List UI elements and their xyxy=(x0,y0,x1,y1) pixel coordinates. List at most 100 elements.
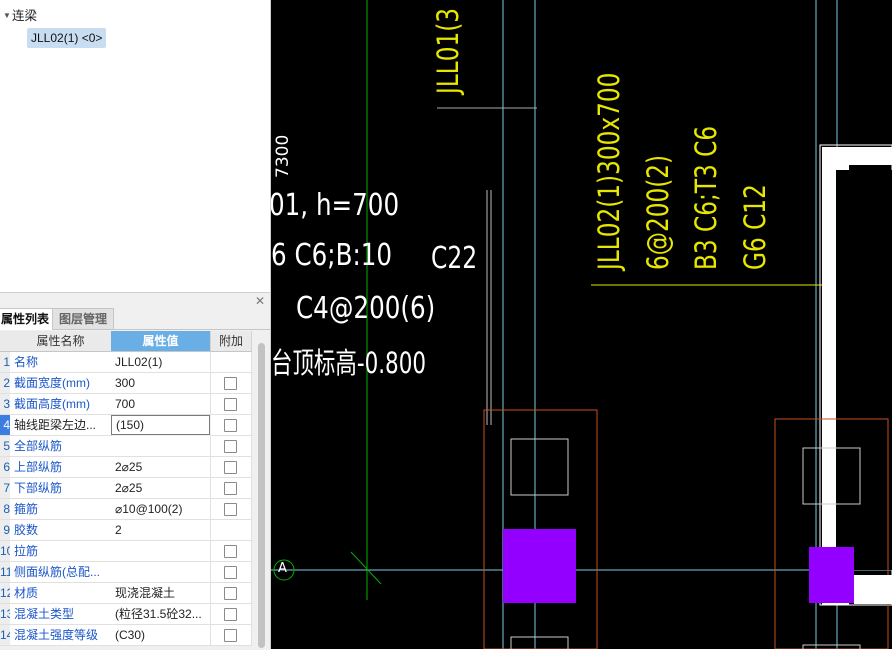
property-additional xyxy=(211,520,252,541)
property-name: 轴线距梁左边... xyxy=(10,415,112,436)
property-name: 箍筋 xyxy=(10,499,112,520)
property-value[interactable] xyxy=(111,541,211,562)
property-value[interactable] xyxy=(111,562,211,583)
beam-label-jll01: JLL01(3 xyxy=(431,7,465,94)
property-additional xyxy=(211,352,252,373)
property-value[interactable] xyxy=(111,436,211,457)
property-name: 名称 xyxy=(10,352,112,373)
property-value[interactable]: 2⌀25 xyxy=(111,457,211,478)
elevation-text: 台顶标高-0.800 xyxy=(271,346,427,380)
green-tick xyxy=(350,551,382,585)
property-value[interactable]: (C30) xyxy=(111,625,211,646)
additional-checkbox[interactable] xyxy=(224,629,237,642)
property-value[interactable]: (粒径31.5砼32... xyxy=(111,604,211,625)
additional-checkbox[interactable] xyxy=(224,398,237,411)
property-row[interactable]: 14混凝土强度等级(C30) xyxy=(0,625,252,646)
side-bar-label-jll02: G6 C12 xyxy=(738,184,772,270)
caret-down-icon[interactable]: ▼ xyxy=(3,11,11,20)
property-value[interactable]: 700 xyxy=(111,394,211,415)
additional-checkbox[interactable] xyxy=(224,482,237,495)
column-header-name[interactable]: 属性名称 xyxy=(10,331,112,352)
component-tree: ▼ 连梁 JLL02(1) <0> xyxy=(0,0,270,292)
property-value[interactable]: JLL02(1) xyxy=(111,352,211,373)
stirrup-text: C4@200(6) xyxy=(296,291,436,326)
beam-label-jll02: JLL02(1)300x700 xyxy=(592,72,626,270)
column-outline xyxy=(483,409,598,649)
property-value[interactable]: 300 xyxy=(111,373,211,394)
wall-outline xyxy=(819,144,892,606)
additional-checkbox[interactable] xyxy=(224,566,237,579)
additional-checkbox[interactable] xyxy=(224,377,237,390)
property-additional xyxy=(211,541,252,562)
property-value[interactable]: 现浇混凝土 xyxy=(111,583,211,604)
property-additional xyxy=(211,415,252,436)
additional-checkbox[interactable] xyxy=(224,545,237,558)
additional-checkbox[interactable] xyxy=(224,440,237,453)
property-name: 混凝土强度等级 xyxy=(10,625,112,646)
additional-checkbox[interactable] xyxy=(224,419,237,432)
property-name: 材质 xyxy=(10,583,112,604)
stirrup-label-jll02: 6@200(2) xyxy=(641,154,675,270)
property-value[interactable]: (150) xyxy=(111,415,210,435)
property-row[interactable]: 11侧面纵筋(总配... xyxy=(0,562,252,583)
property-additional xyxy=(211,562,252,583)
property-name: 混凝土类型 xyxy=(10,604,112,625)
property-additional xyxy=(211,604,252,625)
property-additional xyxy=(211,625,252,646)
property-name: 拉筋 xyxy=(10,541,112,562)
property-additional xyxy=(211,499,252,520)
tree-item-jll02[interactable]: JLL02(1) <0> xyxy=(27,28,107,48)
property-row[interactable]: 13混凝土类型(粒径31.5砼32... xyxy=(0,604,252,625)
property-name: 胶数 xyxy=(10,520,112,541)
tab-property-list[interactable]: 属性列表 xyxy=(0,308,57,330)
purple-column xyxy=(809,547,854,603)
column-header-additional[interactable]: 附加 xyxy=(211,331,252,352)
scrollbar-thumb[interactable] xyxy=(258,343,265,648)
property-value[interactable]: 2⌀25 xyxy=(111,478,211,499)
tree-group-label: 连梁 xyxy=(12,9,38,23)
property-value[interactable]: ⌀10@100(2) xyxy=(111,499,211,520)
property-additional xyxy=(211,457,252,478)
column-header-value[interactable]: 属性值 xyxy=(111,331,211,352)
panel-tabs: 属性列表 图层管理 xyxy=(0,308,270,330)
property-value[interactable]: 2 xyxy=(111,520,211,541)
close-icon[interactable]: ✕ xyxy=(254,294,265,308)
property-row[interactable]: 12材质现浇混凝土 xyxy=(0,583,252,604)
property-additional xyxy=(211,436,252,457)
tab-layer-management[interactable]: 图层管理 xyxy=(52,308,115,330)
additional-checkbox[interactable] xyxy=(224,587,237,600)
bar-label-jll02: B3 C6;T3 C6 xyxy=(689,125,723,271)
beam-height-text: 01, h=700 xyxy=(271,188,400,223)
axis-bubble xyxy=(273,559,295,581)
property-name: 截面高度(mm) xyxy=(10,394,112,415)
property-name: 侧面纵筋(总配... xyxy=(10,562,112,583)
vertical-scrollbar[interactable] xyxy=(256,331,268,650)
property-name: 上部纵筋 xyxy=(10,457,112,478)
bar-spec-text: 6 C6;B:10 xyxy=(271,238,393,273)
property-name: 截面宽度(mm) xyxy=(10,373,112,394)
column-inner xyxy=(510,438,569,496)
cad-drawing-canvas[interactable]: 7300 01, h=700 6 C6;B:10 C22 C4@200(6) 台… xyxy=(271,0,892,649)
property-name: 下部纵筋 xyxy=(10,478,112,499)
additional-checkbox[interactable] xyxy=(224,503,237,516)
additional-checkbox[interactable] xyxy=(224,461,237,474)
property-row[interactable]: 10拉筋 xyxy=(0,541,252,562)
property-additional xyxy=(211,394,252,415)
purple-column xyxy=(503,529,576,603)
column-inner xyxy=(802,644,861,649)
additional-checkbox[interactable] xyxy=(224,608,237,621)
property-name: 全部纵筋 xyxy=(10,436,112,457)
left-panel: ▼ 连梁 JLL02(1) <0> ✕ 属性列表 图层管理 属性名称 属性值 附… xyxy=(0,0,271,650)
cad-drawing xyxy=(271,0,892,649)
column-inner xyxy=(802,447,861,505)
